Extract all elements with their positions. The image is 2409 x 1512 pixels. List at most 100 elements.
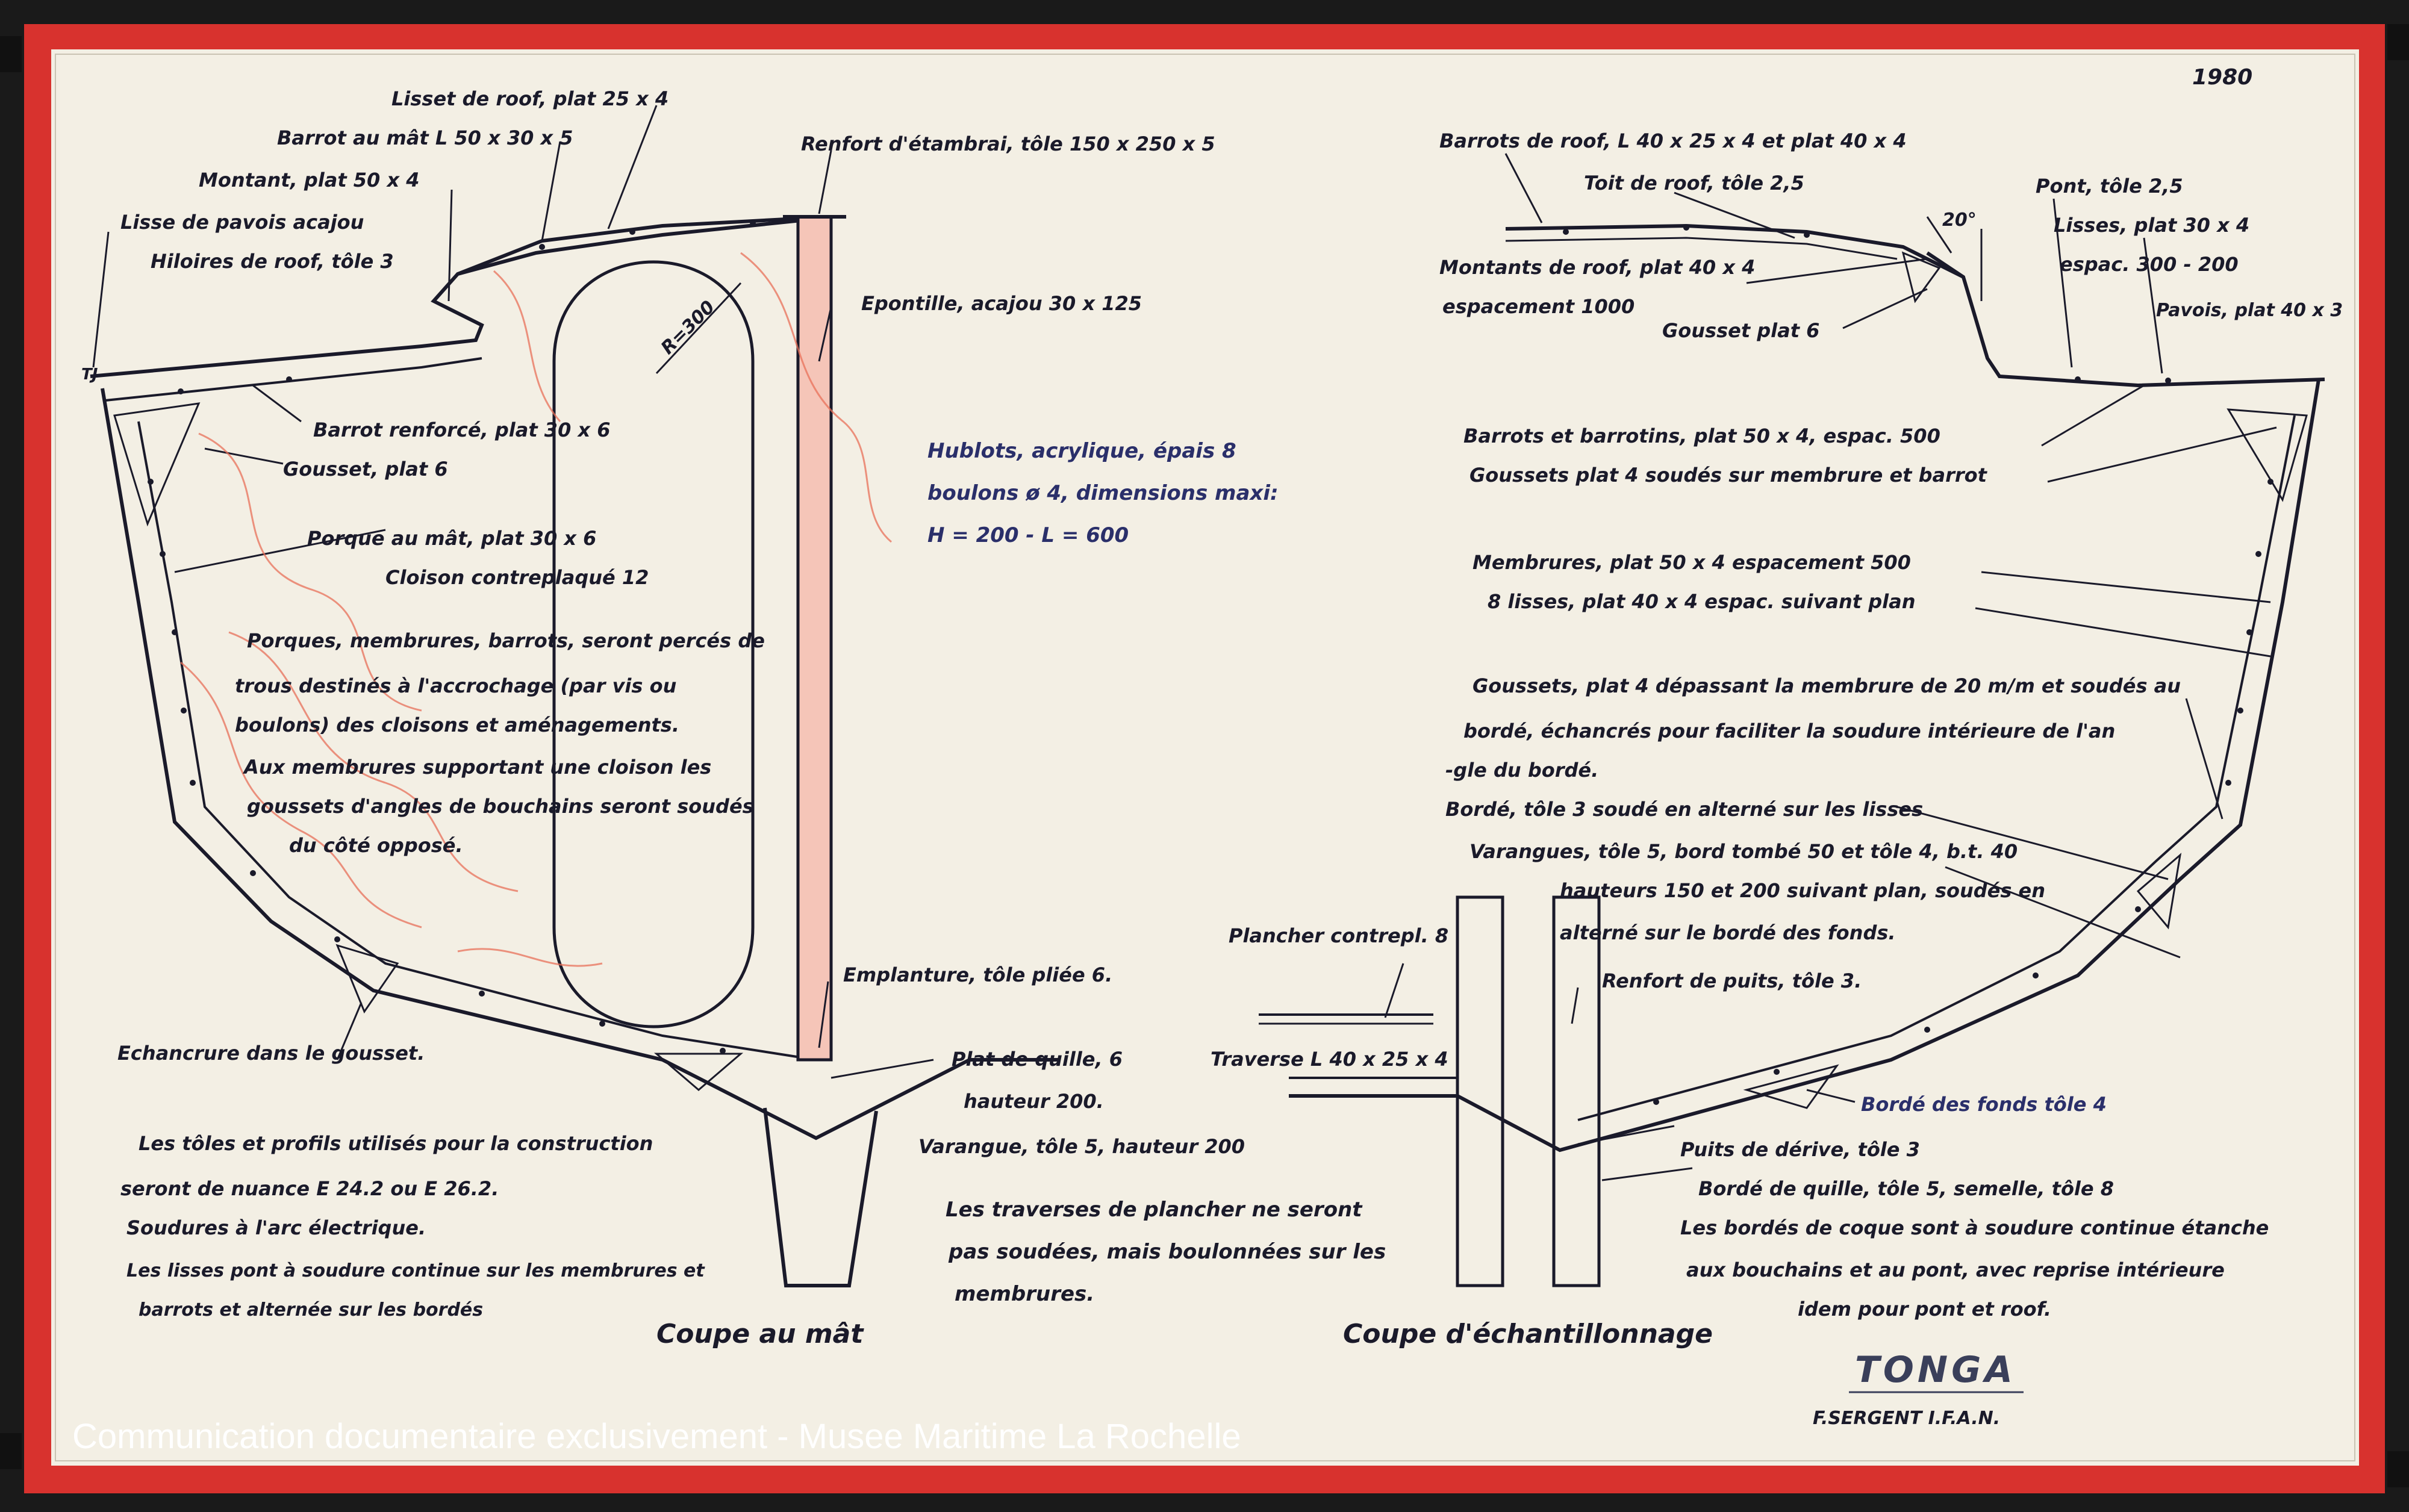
label-echancrure: Echancrure dans le gousset. <box>117 1042 425 1065</box>
mast-post <box>796 215 833 1062</box>
right-leader-lines <box>1384 153 2277 1181</box>
note2-line1: Les tôles et profils utilisés pour la co… <box>139 1132 653 1155</box>
label-borde-quille: Bordé de quille, tôle 5, semelle, tôle 8 <box>1698 1177 2114 1200</box>
label-epontille: Epontille, acajou 30 x 125 <box>861 292 1142 315</box>
right-hull-section <box>1259 153 2325 1287</box>
label-barrot-renforce: Barrot renforcé, plat 30 x 6 <box>313 418 611 441</box>
note1-line1: Porques, membrures, barrots, seront perc… <box>247 629 765 652</box>
bordes-line2: aux bouchains et au pont, avec reprise i… <box>1686 1258 2225 1281</box>
left-frame-line <box>137 421 817 1061</box>
label-hiloires: Hiloires de roof, tôle 3 <box>151 250 394 273</box>
right-gusset-bilge <box>2136 853 2182 930</box>
traverses-line3: membrures. <box>955 1282 1094 1306</box>
label-cloison: Cloison contreplaqué 12 <box>385 566 649 589</box>
left-deck-inner <box>105 357 482 402</box>
clip-bottom-left <box>0 1433 22 1469</box>
label-borde: Bordé, tôle 3 soudé en alterné sur les l… <box>1445 798 1923 821</box>
label-gousset6: Gousset plat 6 <box>1662 319 1819 342</box>
note2-line5: barrots et alternée sur les bordés <box>139 1299 483 1321</box>
caption-coupe-mat: Coupe au mât <box>656 1319 864 1349</box>
watermark: Communication documentaire exclusivement… <box>72 1417 1241 1456</box>
right-rivet-dots <box>1563 225 2273 1105</box>
right-gusset-keel <box>1743 1064 1839 1109</box>
left-leader-lines <box>92 105 934 1079</box>
label-pont: Pont, tôle 2,5 <box>2036 175 2183 198</box>
label-gousset: Gousset, plat 6 <box>283 458 448 481</box>
label-lisses: Lisses, plat 30 x 4 <box>2054 214 2249 237</box>
left-hull-outline <box>101 388 1060 1140</box>
label-liset-roof: Lisset de roof, plat 25 x 4 <box>391 87 668 110</box>
label-traverse: Traverse L 40 x 25 x 4 <box>1211 1048 1448 1071</box>
left-gusset-keel <box>653 1053 744 1091</box>
label-barrots-barrotins: Barrots et barrotins, plat 50 x 4, espac… <box>1463 425 1940 447</box>
label-plancher: Plancher contrepl. 8 <box>1229 924 1448 947</box>
clip-top-right <box>2387 24 2409 60</box>
paper-inner-border <box>55 54 2355 1461</box>
daggerboard-trunk-left <box>1456 895 1504 1287</box>
bordes-line3: idem pour pont et roof. <box>1798 1298 2051 1321</box>
goussets-line1: Goussets, plat 4 dépassant la membrure d… <box>1473 674 2181 697</box>
porthole-oval <box>552 260 755 1028</box>
label-renfort-puits: Renfort de puits, tôle 3. <box>1602 969 1862 992</box>
drawing-author: F.SERGENT I.F.A.N. <box>1813 1408 2000 1429</box>
pencil-sketch <box>180 252 892 967</box>
label-puits: Puits de dérive, tôle 3 <box>1680 1138 1920 1161</box>
label-renfort: Renfort d'étambrai, tôle 150 x 250 x 5 <box>801 132 1215 155</box>
goussets-line2: bordé, échancrés pour faciliter la soudu… <box>1463 720 2115 742</box>
left-gusset-top <box>113 402 201 527</box>
daggerboard-trunk-right <box>1552 895 1601 1287</box>
label-goussets-plat4: Goussets plat 4 soudés sur membrure et b… <box>1469 464 1988 487</box>
left-rivet-dots <box>148 220 756 1054</box>
year-label: 1980 <box>2192 65 2252 90</box>
note2-line2: seront de nuance E 24.2 ou E 26.2. <box>120 1177 499 1200</box>
label-montant: Montant, plat 50 x 4 <box>199 169 420 191</box>
drawing-title: TONGA <box>1855 1349 2016 1391</box>
label-montants-roof: Montants de roof, plat 40 x 4 <box>1439 256 1755 279</box>
left-deck <box>90 218 808 378</box>
label-lisse-pavois: Lisse de pavois acajou <box>120 211 364 234</box>
label-barrots-roof: Barrots de roof, L 40 x 25 x 4 et plat 4… <box>1439 129 1907 152</box>
porthole-radius <box>655 282 742 375</box>
right-gusset-top <box>2227 408 2308 502</box>
label-plat-quille: Plat de quille, 6 <box>952 1048 1123 1071</box>
label-varangue: Varangue, tôle 5, hauteur 200 <box>918 1135 1245 1158</box>
traverses-line1: Les traverses de plancher ne seront <box>946 1198 1363 1222</box>
label-toit-roof: Toit de roof, tôle 2,5 <box>1584 172 1804 194</box>
right-roof-inner <box>1505 237 1898 260</box>
label-lisses8: 8 lisses, plat 40 x 4 espac. suivant pla… <box>1488 590 1915 613</box>
goussets-line3: -gle du bordé. <box>1445 759 1598 782</box>
bordes-line1: Les bordés de coque sont à soudure conti… <box>1680 1216 2269 1239</box>
clip-top-left <box>0 36 22 72</box>
hublots-line3: H = 200 - L = 600 <box>927 523 1129 547</box>
note1-line4: Aux membrures supportant une cloison les <box>242 756 711 779</box>
label-borde-fonds: Bordé des fonds tôle 4 <box>1861 1093 2107 1116</box>
label-pavois: Pavois, plat 40 x 3 <box>2156 300 2343 321</box>
note2-line4: Les lisses pont à soudure continue sur l… <box>126 1260 705 1281</box>
caption-coupe-echantillonnage: Coupe d'échantillonnage <box>1343 1319 1713 1349</box>
label-porque: Porque au mât, plat 30 x 6 <box>307 527 596 550</box>
note1-line5: goussets d'angles de bouchains seront so… <box>247 795 754 818</box>
left-gusset-bilge <box>335 944 399 1014</box>
logo-text: TJ <box>81 366 98 384</box>
left-roof <box>457 215 832 276</box>
label-espac: espac. 300 - 200 <box>2060 253 2239 276</box>
hublots-line2: boulons ø 4, dimensions maxi: <box>927 481 1279 505</box>
varangues-line3: alterné sur le bordé des fonds. <box>1560 921 1896 944</box>
varangues-line1: Varangues, tôle 5, bord tombé 50 et tôle… <box>1469 840 2018 863</box>
left-hull-section <box>90 105 1060 1287</box>
clip-bottom-right <box>2387 1451 2409 1487</box>
right-hull-outline <box>1289 379 2320 1153</box>
text-layer: 1980 Lisset de roof, plat 25 x 4 Barrot … <box>72 65 2343 1456</box>
note1-line2: trous destinés à l'accrochage (par vis o… <box>235 674 676 697</box>
label-emplanture: Emplanture, tôle pliée 6. <box>843 963 1112 986</box>
note1-line6: du côté opposé. <box>289 834 463 857</box>
note2-line3: Soudures à l'arc électrique. <box>126 1216 426 1239</box>
hublots-line1: Hublots, acrylique, épais 8 <box>927 439 1236 463</box>
label-barrot-mat: Barrot au mât L 50 x 30 x 5 <box>277 126 573 149</box>
label-membrures: Membrures, plat 50 x 4 espacement 500 <box>1473 551 1911 574</box>
label-hauteur: hauteur 200. <box>964 1090 1104 1113</box>
right-frame-line <box>1577 415 2296 1121</box>
angle-label: 20° <box>1942 210 1977 231</box>
